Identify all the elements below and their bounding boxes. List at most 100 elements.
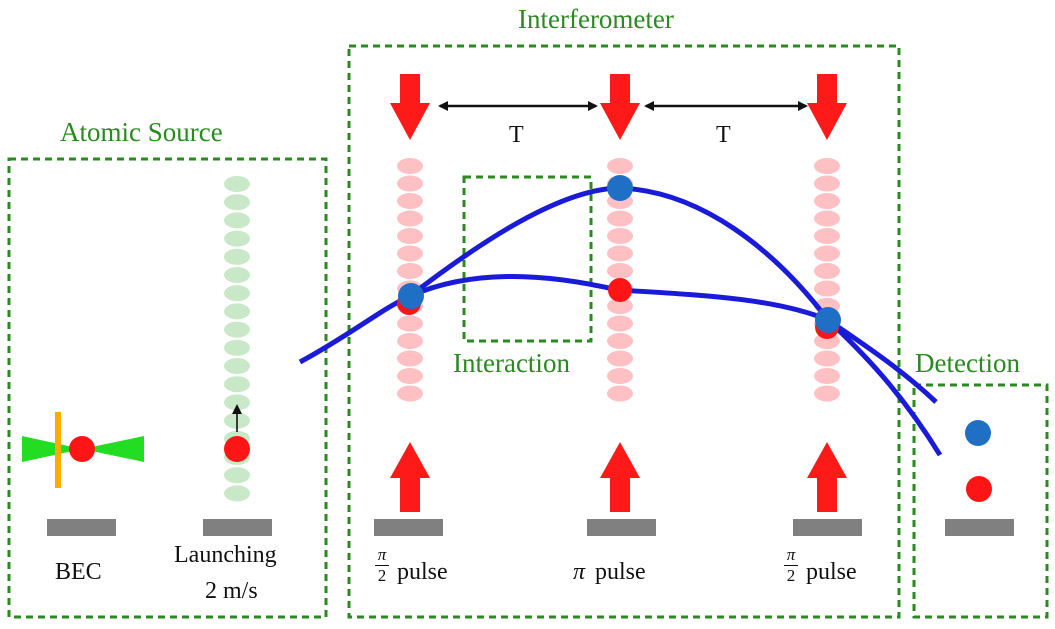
lattice-dot [814,368,840,384]
half-pi-fraction-right: π 2 [784,546,798,585]
right-pulse-optic-plate [793,519,862,536]
atom-blue-right [815,307,841,333]
lattice-dot [814,228,840,244]
half-pi-pulse-word-left: pulse [397,559,448,585]
launch-atom-column [224,176,250,502]
launch-atom-dot [224,376,250,393]
lattice-dot [607,298,633,314]
launched-atom [224,436,250,462]
lattice-dot [814,158,840,174]
lattice-dot [607,315,633,332]
launch-atom-dot [224,485,250,502]
lattice-dot [814,280,840,297]
interaction-label: Interaction [453,348,570,378]
lattice-dot [397,385,423,402]
launch-atom-dot [224,303,250,320]
launch-atom-dot [224,194,250,211]
atomic-source-label: Atomic Source [60,117,223,147]
detection-label: Detection [915,348,1020,378]
lattice-dot [607,245,633,262]
launch-optic-plate [203,519,272,536]
trajectory-lower-arm [409,273,938,404]
lattice-dot [607,368,633,384]
laser-arrow-down-right [807,74,847,140]
lattice-dot [397,175,423,192]
lattice-dot [397,368,423,384]
detection-optic-plate [945,519,1014,536]
bec-optic-plate [47,519,116,536]
launch-speed-label: 2 m/s [205,578,258,604]
interferometer-label: Interferometer [518,4,674,34]
atom-blue-left [398,283,424,309]
launch-atom-dot [224,339,250,356]
lattice-dot [607,350,633,367]
atom-blue-top [607,175,633,201]
lattice-dot [607,333,633,349]
lattice-dot [814,175,840,192]
half-pi-denominator: 2 [377,566,387,586]
detected-atom-blue [965,420,991,446]
half-pi-fraction-left: π 2 [375,546,389,585]
launch-atom-dot [224,230,250,247]
lattice-dot [814,245,840,262]
lattice-dot [814,193,840,209]
half-pi-denominator: 2 [786,566,796,586]
detection-frame [912,383,1049,619]
left-pulse-optic-plate [374,519,443,536]
launch-atom-dot [224,267,250,283]
lattice-dot [814,350,840,367]
launch-atom-dot [224,285,250,302]
laser-arrow-down-left [390,74,430,140]
lattice-dot [397,193,423,209]
launch-velocity-arrowhead [232,404,242,414]
fraction-bar [784,564,798,567]
lattice-dot [814,385,840,402]
period-label-1: T [509,122,524,148]
launch-atom-dot [224,321,250,338]
launch-atom-dot [224,358,250,374]
launch-atom-dot [224,176,250,192]
trap-beam-bar [55,412,61,488]
lattice-dot [397,228,423,244]
lattice-beam-left [397,158,423,402]
lattice-dot [814,263,840,279]
half-pi-numerator: π [786,545,796,564]
launch-atom-dot [224,248,250,265]
atomic-source-frame [7,157,328,619]
dipole-trap-beam [22,436,82,462]
pi-symbol: π [573,559,586,585]
lattice-dot [397,315,423,332]
launching-label: Launching [174,542,277,568]
lattice-dot [607,210,633,227]
center-pulse-optic-plate [587,519,656,536]
atom-red-middle [608,278,632,302]
laser-arrow-up-left [390,442,430,512]
lattice-dot [397,350,423,367]
laser-arrow-up-center [600,442,640,512]
laser-arrow-down-center [600,74,640,140]
detected-atom-red [966,476,992,502]
lattice-dot [814,210,840,227]
fraction-bar [375,564,389,567]
lattice-dot [607,228,633,244]
lattice-dot [397,263,423,279]
pi-pulse-word: pulse [595,559,646,585]
interaction-frame [462,175,593,343]
launch-atom-dot [224,212,250,229]
half-pi-pulse-word-right: pulse [806,559,857,585]
launch-atom-dot [224,467,250,484]
lattice-beam-right [814,158,840,402]
launch-atom-dot [224,394,250,411]
lattice-dot [397,158,423,174]
lattice-dot [397,333,423,349]
half-pi-numerator: π [377,545,387,564]
lattice-dot [397,245,423,262]
lattice-dot [397,210,423,227]
period-label-2: T [716,122,731,148]
bec-label: BEC [55,559,102,585]
lattice-dot [607,158,633,174]
laser-arrow-up-right [807,442,847,512]
dipole-trap-beam-right [82,436,144,462]
